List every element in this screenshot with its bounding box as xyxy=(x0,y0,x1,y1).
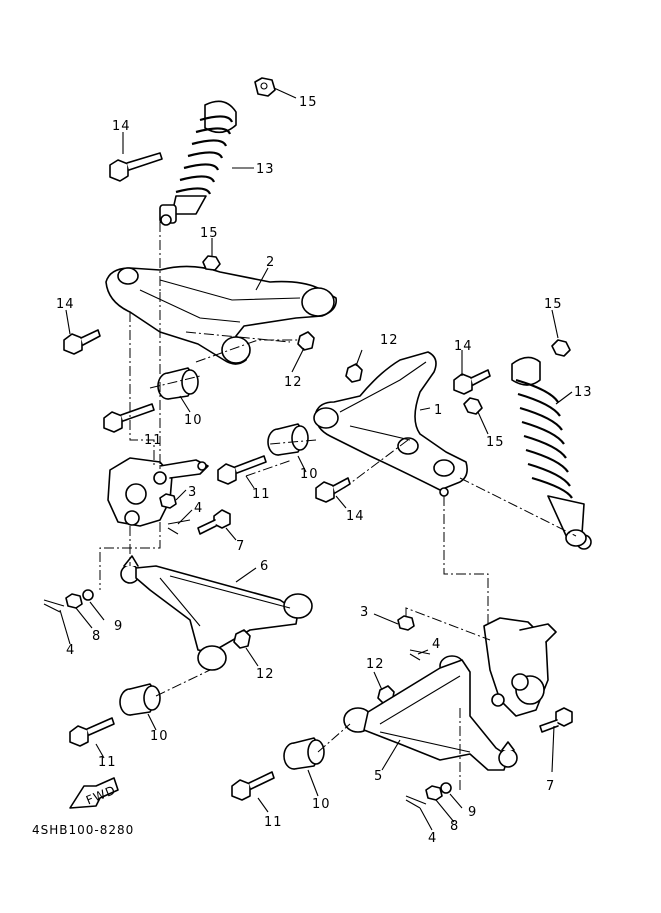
callout-15: 15 xyxy=(544,297,563,312)
bolt-14-left xyxy=(63,329,101,355)
callout-10: 10 xyxy=(150,729,169,744)
callout-9: 9 xyxy=(468,805,477,820)
bushing-10-c xyxy=(119,683,161,716)
right-knuckle xyxy=(483,617,557,717)
left-shock-absorber xyxy=(159,100,237,226)
callout-13: 13 xyxy=(574,385,593,400)
left-upper-arm xyxy=(105,265,338,365)
callout-5: 5 xyxy=(374,769,383,784)
nut-8-a xyxy=(65,593,83,609)
callout-10: 10 xyxy=(184,413,203,428)
callout-15: 15 xyxy=(486,435,505,450)
callout-11: 11 xyxy=(264,815,283,830)
callout-11: 11 xyxy=(98,755,117,770)
bushing-10-d xyxy=(283,737,325,770)
cotter-pin-4-c xyxy=(409,649,431,661)
bolt-14-d xyxy=(315,477,351,503)
callout-1: 1 xyxy=(434,403,443,418)
callout-labels: 15 14 13 15 2 14 12 10 11 12 14 15 1 13 … xyxy=(56,95,593,846)
nut-15-top xyxy=(254,77,276,97)
washer-9-a xyxy=(82,589,94,601)
collar-12-b xyxy=(345,363,363,383)
callout-4: 4 xyxy=(428,831,437,846)
nut-15-d xyxy=(551,339,571,357)
right-upper-arm xyxy=(313,351,468,497)
callout-10: 10 xyxy=(312,797,331,812)
callout-15: 15 xyxy=(200,226,219,241)
callout-2: 2 xyxy=(266,255,275,270)
collar-12-a xyxy=(297,331,315,351)
nut-3-left xyxy=(159,493,177,509)
bolt-11-d xyxy=(231,771,275,801)
callout-4: 4 xyxy=(66,643,75,658)
cotter-pin-4-a xyxy=(167,519,191,535)
bolt-7-b xyxy=(539,707,573,733)
callout-4: 4 xyxy=(194,501,203,516)
nut-15-c xyxy=(463,397,483,415)
bolt-14-c xyxy=(453,369,491,395)
collar-12-c xyxy=(233,629,251,649)
callout-9: 9 xyxy=(114,619,123,634)
bolt-14-top xyxy=(109,152,163,182)
callout-12: 12 xyxy=(366,657,385,672)
bolt-7-a xyxy=(197,509,231,535)
callout-6: 6 xyxy=(260,559,269,574)
callout-3: 3 xyxy=(360,605,369,620)
leader-lines xyxy=(59,87,573,831)
callout-14: 14 xyxy=(346,509,365,524)
callout-12: 12 xyxy=(380,333,399,348)
bushing-10-a xyxy=(157,367,199,400)
bolt-11-c xyxy=(69,717,115,747)
callout-14: 14 xyxy=(112,119,131,134)
drawing-code: 4SHB100-8280 xyxy=(32,823,134,837)
callout-10: 10 xyxy=(300,467,319,482)
callout-7: 7 xyxy=(236,539,245,554)
left-knuckle xyxy=(107,457,209,527)
callout-4: 4 xyxy=(432,637,441,652)
fwd-arrow-icon xyxy=(69,777,119,809)
washer-9-b xyxy=(440,782,452,794)
callout-8: 8 xyxy=(92,629,101,644)
callout-14: 14 xyxy=(56,297,75,312)
callout-7: 7 xyxy=(546,779,555,794)
callout-11: 11 xyxy=(144,433,163,448)
right-shock-absorber xyxy=(511,356,592,550)
bolt-11-b xyxy=(217,455,267,485)
cotter-pin-4-b xyxy=(43,599,65,613)
nut-8-b xyxy=(425,785,443,801)
bolt-11-a xyxy=(103,403,155,433)
callout-14: 14 xyxy=(454,339,473,354)
left-lower-arm xyxy=(120,555,313,671)
nut-15-left-arm xyxy=(202,255,221,271)
nut-3-right xyxy=(397,615,415,631)
callout-3: 3 xyxy=(188,485,197,500)
callout-13: 13 xyxy=(256,162,275,177)
callout-15: 15 xyxy=(299,95,318,110)
callout-11: 11 xyxy=(252,487,271,502)
callout-12: 12 xyxy=(256,667,275,682)
assembly-lines xyxy=(99,222,577,790)
bushing-10-b xyxy=(267,423,309,456)
callout-12: 12 xyxy=(284,375,303,390)
callout-8: 8 xyxy=(450,819,459,834)
cotter-pin-4-d xyxy=(405,795,427,809)
right-lower-arm xyxy=(343,655,518,771)
